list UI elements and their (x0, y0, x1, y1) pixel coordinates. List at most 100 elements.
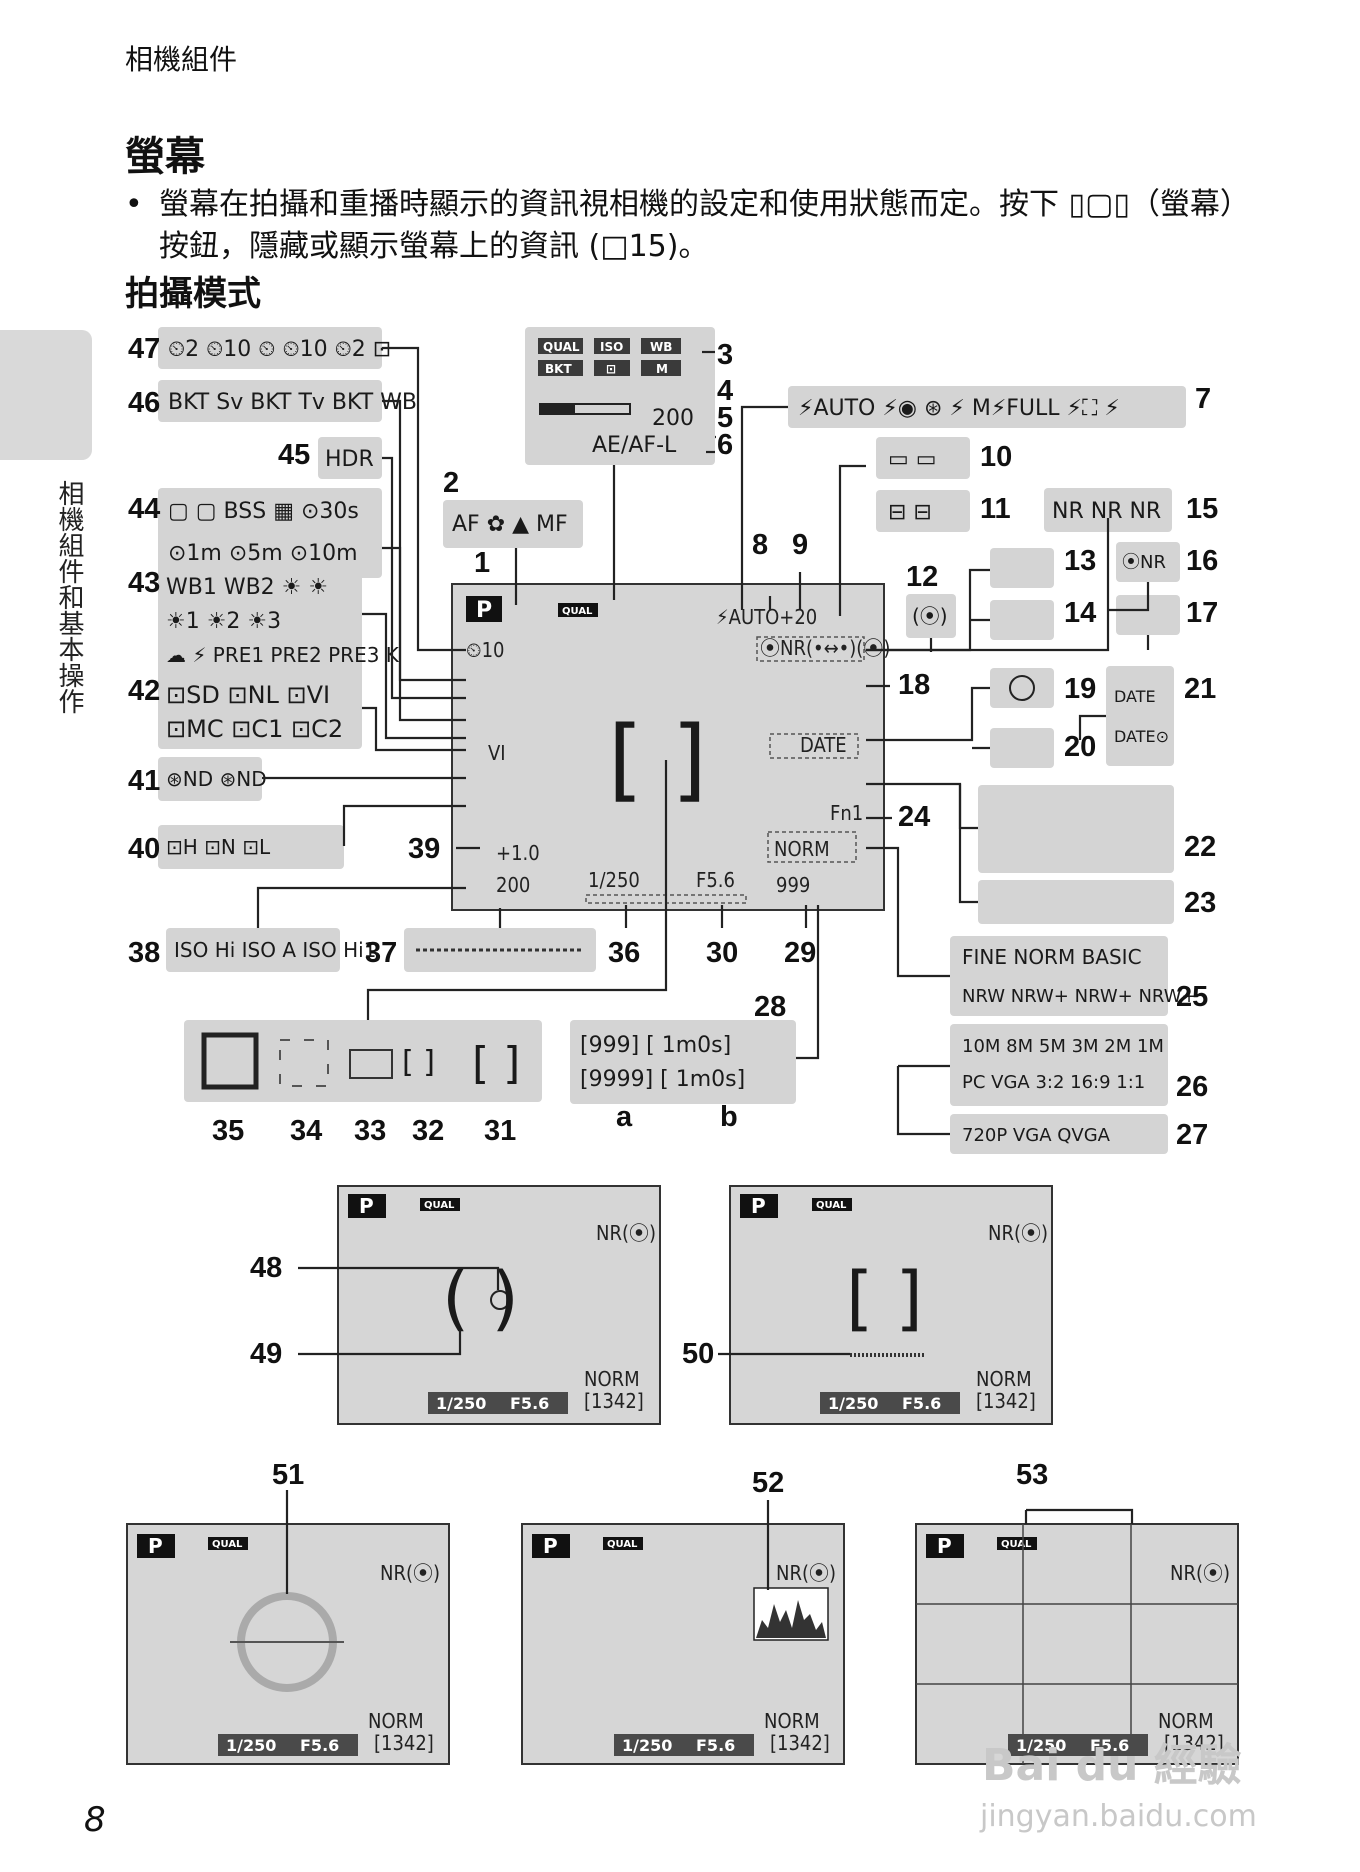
p28-remaining-row1: [999] [ 1m0s] (580, 1033, 731, 1058)
mini4-frame (521, 1523, 845, 1765)
panel-11-bg (876, 490, 970, 532)
mini2-mode-box (740, 1194, 778, 1218)
leader-lines (256, 346, 1150, 1594)
mini1-aperture: F5.6 (510, 1394, 549, 1413)
panel-26-bg (950, 1024, 1168, 1106)
callout-37: 37 (365, 937, 397, 969)
mini5-remaining: [1342] (1164, 1731, 1224, 1755)
panel-23-bg (978, 880, 1174, 924)
panel-10-bg (876, 437, 970, 479)
callout-24: 24 (898, 801, 930, 833)
qual-label: QUAL (562, 606, 593, 617)
callout-15: 15 (1186, 493, 1218, 525)
mini2-nr: NR(⦿) (988, 1221, 1048, 1245)
callout-40: 40 (128, 833, 160, 865)
callout-39: 39 (408, 833, 440, 865)
mini1-qual: QUAL (424, 1200, 455, 1211)
callout-48: 48 (250, 1252, 282, 1284)
panel-15-bg (1044, 488, 1172, 532)
callout-b: b (720, 1101, 738, 1133)
panel-47-bg (158, 327, 382, 369)
panel-25-bg (950, 936, 1168, 1016)
p10-battery-levels: ▭ ▭ (888, 447, 937, 472)
callout-52: 52 (752, 1467, 784, 1499)
zoom-indicator-fill (540, 404, 575, 414)
panel-21-bg (1106, 666, 1174, 766)
callout-23: 23 (1184, 887, 1216, 919)
mini2-qual-box (812, 1198, 852, 1211)
nr-dashed-box (756, 636, 865, 662)
p41-nd-filter: ⊛ND ⊛ND (166, 767, 267, 791)
p11-memory-indicators: ⊟ ⊟ (888, 500, 932, 525)
main-screen-frame (451, 583, 885, 911)
watermark: Bai du 經驗 jingyan.baidu.com (979, 1740, 1257, 1834)
p25-quality-row1: FINE NORM BASIC (962, 945, 1142, 969)
p3-m-label: M (656, 362, 668, 376)
watermark-url: jingyan.baidu.com (979, 1799, 1257, 1834)
p38-iso-options: ISO Hi ISO A ISO Hi1 (174, 938, 376, 962)
callout-38: 38 (128, 937, 160, 969)
watermark-brand: Bai du 經驗 (982, 1740, 1242, 1791)
mini3-exposure-bar (218, 1734, 358, 1756)
mini3-qual: QUAL (212, 1539, 243, 1550)
p3-qual-label: QUAL (543, 340, 580, 354)
mini4-qual: QUAL (607, 1539, 638, 1550)
p3-metering-box (594, 360, 630, 376)
callout-17: 17 (1186, 597, 1218, 629)
callout-5: 5 (717, 402, 733, 434)
callout-19: 19 (1064, 673, 1096, 705)
panel-27-bg (950, 1114, 1168, 1154)
callout-22: 22 (1184, 831, 1216, 863)
p44-continuous-row1: ▢ ▢ BSS ▦ ⊙30s (168, 499, 359, 524)
mini4-mode: P (543, 1534, 558, 1558)
panel-group-2: AF ✿ ▲ MF (443, 500, 583, 548)
callout-33: 33 (354, 1115, 386, 1147)
mini3-nr: NR(⦿) (380, 1561, 440, 1585)
panel-45-bg (318, 437, 382, 479)
callout-12: 12 (906, 561, 938, 593)
callout-13: 13 (1064, 545, 1096, 577)
p3-bkt-label: BKT (545, 362, 572, 376)
callout-20: 20 (1064, 731, 1096, 763)
mini2-shutter: 1/250 (828, 1394, 878, 1413)
p3-bkt-box (538, 360, 583, 376)
callout-42: 42 (128, 675, 160, 707)
panel-group-3-6: QUAL ISO WB BKT ⊡ M 200 AE/AF-L (525, 327, 715, 465)
callout-50: 50 (682, 1338, 714, 1370)
mini5-mode-box (926, 1534, 964, 1558)
nr-indicator: ⦿NR(•↔•)(⦿) (760, 636, 890, 660)
p3-metering-label: ⊡ (606, 362, 616, 376)
shutter-indicator: 1/250 (588, 868, 640, 892)
mini2-norm: NORM (976, 1367, 1032, 1391)
focus-area-33 (349, 1049, 393, 1079)
callout-46: 46 (128, 387, 160, 419)
p3-iso-box (594, 338, 630, 354)
mini-screen-48-49: P QUAL NR(⦿) ( ) NORM [1342] 1/250 F5.6 (337, 1185, 661, 1425)
callout-a: a (616, 1101, 633, 1133)
running-header: 相機組件 (125, 43, 238, 76)
panel-46-bg (158, 380, 382, 422)
mini5-qual: QUAL (1001, 1539, 1032, 1550)
mini5-nr: NR(⦿) (1170, 1561, 1230, 1585)
p21-date-counter: DATE⊙ (1114, 727, 1169, 746)
mini3-shutter: 1/250 (226, 1736, 276, 1755)
callout-11: 11 (980, 493, 1011, 525)
p6-ae-af-lock: AE/AF-L (592, 433, 677, 458)
callout-16: 16 (1186, 545, 1218, 577)
page-title: 螢幕 (125, 134, 205, 180)
panel-13-bg (990, 548, 1054, 588)
mini1-mode-box (348, 1194, 386, 1218)
mini-screen-50: P QUAL NR(⦿) [ ] NORM [1342] 1/250 F5.6 (729, 1185, 1053, 1425)
mini1-frame (337, 1185, 661, 1425)
exposure-comp-indicator: +1.0 (496, 841, 540, 865)
callout-51: 51 (272, 1459, 304, 1491)
mini5-aperture: F5.6 (1090, 1736, 1129, 1755)
mini1-qual-box (420, 1198, 460, 1211)
p16-motion-nr: ⦿NR (1122, 552, 1166, 573)
p3-qual-box (538, 338, 583, 354)
callout-34: 34 (290, 1115, 322, 1147)
mini-screen-51: P QUAL NR(⦿) NORM [1342] 1/250 F5.6 (126, 1523, 450, 1765)
panel-40-bg (158, 825, 344, 869)
main-screen: P QUAL ⏲10 ⚡AUTO+20 ⦿NR(•↔•)(⦿) VI +1.0 … (451, 583, 890, 911)
